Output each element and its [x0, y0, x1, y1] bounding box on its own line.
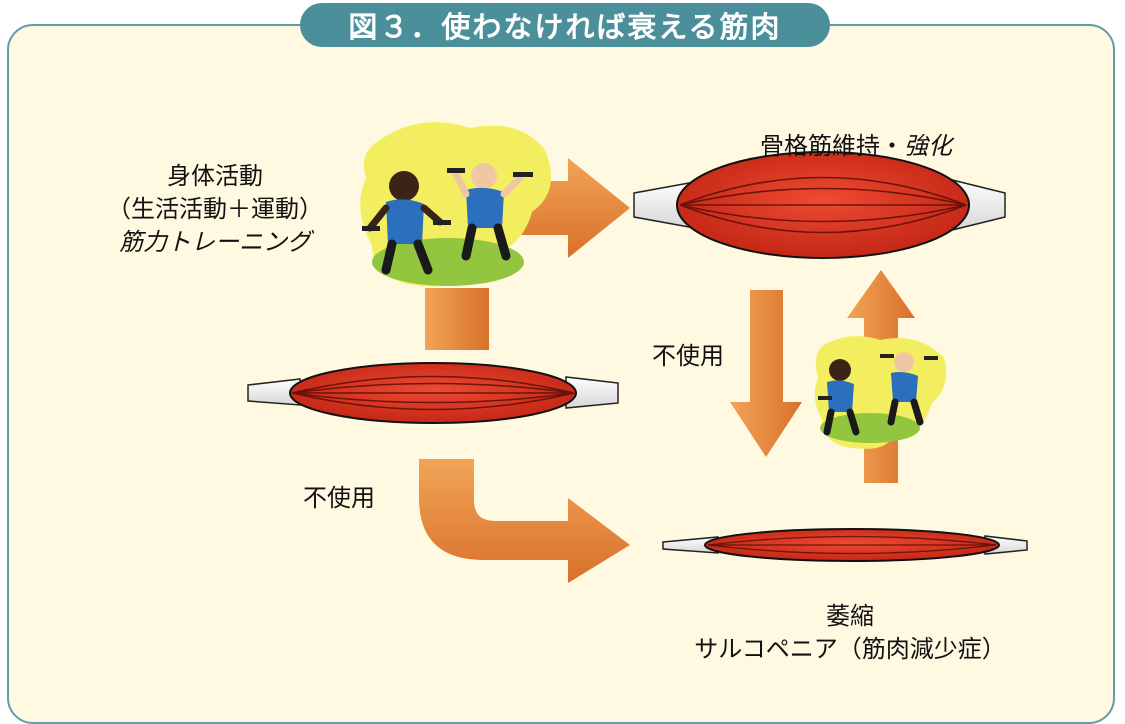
- label-atrophy-line2: サルコペニア（筋肉減少症）: [694, 635, 1006, 663]
- dumbbell-icon: [362, 168, 533, 231]
- atrophied-muscle-icon: [662, 528, 1028, 562]
- label-activity-line3: 筋力トレーニング: [119, 228, 311, 256]
- label-disuse-left: 不使用: [303, 484, 375, 512]
- large-muscle-icon: [633, 151, 1006, 259]
- arrow-curved-icon: [419, 459, 630, 583]
- label-maintain-emphasis: 強化: [904, 132, 952, 160]
- label-disuse-right: 不使用: [652, 342, 724, 370]
- label-atrophy-line1: 萎縮: [826, 602, 874, 630]
- medium-muscle-icon: [247, 362, 619, 424]
- figure-title: 図３．使わなければ衰える筋肉: [300, 3, 830, 47]
- label-maintain: 骨格筋維持・強化: [760, 130, 952, 163]
- label-activity: 身体活動 （生活活動＋運動） 筋力トレーニング: [80, 160, 350, 259]
- label-maintain-text: 骨格筋維持・: [760, 132, 904, 160]
- exercising-people-small-icon: [814, 336, 947, 449]
- label-activity-line2: （生活活動＋運動）: [107, 195, 323, 223]
- exercising-people-icon: [360, 122, 552, 287]
- label-atrophy: 萎縮 サルコペニア（筋肉減少症）: [655, 600, 1045, 666]
- arrow-up-shaft-icon: [425, 288, 489, 350]
- arrow-down-icon: [730, 290, 802, 457]
- label-activity-line1: 身体活動: [167, 162, 263, 190]
